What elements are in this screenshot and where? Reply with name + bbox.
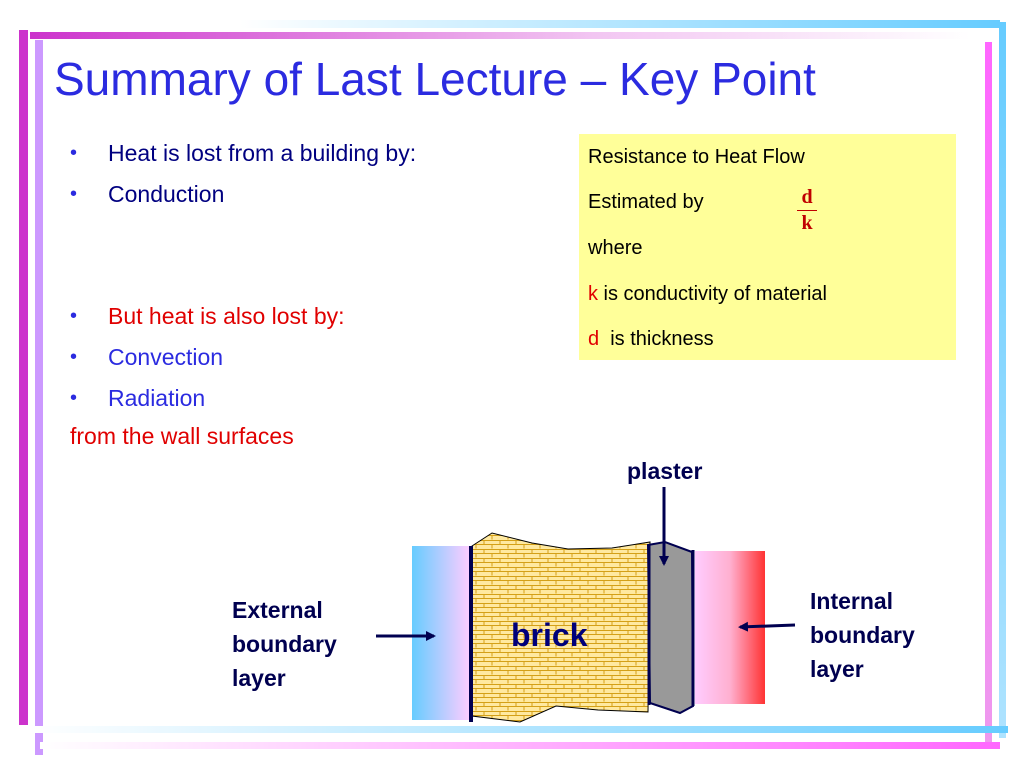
internal-arrow bbox=[738, 621, 796, 632]
bullet-text: Radiation bbox=[108, 385, 206, 411]
bullet-dot: • bbox=[70, 346, 78, 368]
bullet-text: Convection bbox=[108, 344, 224, 370]
estimated-by-text: Estimated by bbox=[588, 191, 704, 213]
bullet-dot: • bbox=[70, 387, 78, 409]
frame-bottom-cyan-bar bbox=[30, 726, 1008, 733]
bullet-item: • Heat is lost from a building by: bbox=[70, 133, 416, 174]
bullet-text: Conduction bbox=[108, 181, 225, 207]
frame-left-lilac-bar bbox=[35, 40, 43, 755]
bullet-item: • Radiation bbox=[70, 378, 345, 419]
bullet-dot: • bbox=[70, 142, 78, 164]
frame-top-magenta-bar bbox=[30, 32, 970, 39]
bullet-text: But heat is also lost by: bbox=[108, 303, 345, 329]
label-line: boundary bbox=[232, 631, 337, 657]
label-line: External bbox=[232, 597, 323, 623]
d-variable: d bbox=[588, 328, 600, 350]
frame-bottom-magenta-bar bbox=[40, 742, 1000, 749]
frame-top-cyan-bar bbox=[240, 20, 1000, 28]
resistance-heading: Resistance to Heat Flow bbox=[588, 146, 805, 168]
where-text: where bbox=[588, 237, 643, 259]
bullet-list-conduction: • Heat is lost from a building by: • Con… bbox=[70, 133, 416, 215]
label-line: layer bbox=[810, 656, 864, 682]
d-over-k-fraction: d k bbox=[797, 186, 817, 234]
bullet-item: • Convection bbox=[70, 337, 345, 378]
frame-right-magenta-bar bbox=[985, 42, 992, 742]
bullet-dot: • bbox=[70, 183, 78, 205]
external-boundary-layer bbox=[412, 546, 470, 720]
label-line: layer bbox=[232, 665, 286, 691]
wall-surfaces-text: from the wall surfaces bbox=[70, 423, 294, 449]
frame-left-magenta-bar bbox=[19, 30, 28, 725]
bullet-item: • But heat is also lost by: bbox=[70, 296, 345, 337]
brick-label: brick bbox=[511, 617, 588, 653]
k-variable: k bbox=[588, 283, 598, 305]
slide-title: Summary of Last Lecture – Key Point bbox=[54, 53, 816, 105]
k-definition-text: is conductivity of material bbox=[598, 283, 827, 305]
conductivity-definition: k is conductivity of material bbox=[588, 283, 827, 306]
bullet-text: Heat is lost from a building by: bbox=[108, 140, 417, 166]
bullet-item: • Conduction bbox=[70, 174, 416, 215]
external-boundary-label: External boundary layer bbox=[232, 593, 337, 695]
resistance-info-box: Resistance to Heat Flow Estimated by d k… bbox=[579, 134, 956, 360]
label-line: Internal bbox=[810, 588, 894, 614]
d-definition-text: is thickness bbox=[599, 328, 714, 350]
fraction-denominator: k bbox=[801, 212, 813, 234]
fraction-bar bbox=[797, 210, 817, 211]
label-line: boundary bbox=[810, 622, 915, 648]
bullet-dot: • bbox=[70, 305, 78, 327]
plaster-label: plaster bbox=[627, 458, 703, 484]
plaster-layer bbox=[646, 540, 695, 715]
internal-boundary-label: Internal boundary layer bbox=[810, 584, 915, 686]
fraction-numerator: d bbox=[801, 186, 813, 208]
thickness-definition: d is thickness bbox=[588, 328, 714, 351]
bullet-list-other-losses: • But heat is also lost by: • Convection… bbox=[70, 296, 345, 419]
frame-right-cyan-bar bbox=[999, 22, 1006, 738]
